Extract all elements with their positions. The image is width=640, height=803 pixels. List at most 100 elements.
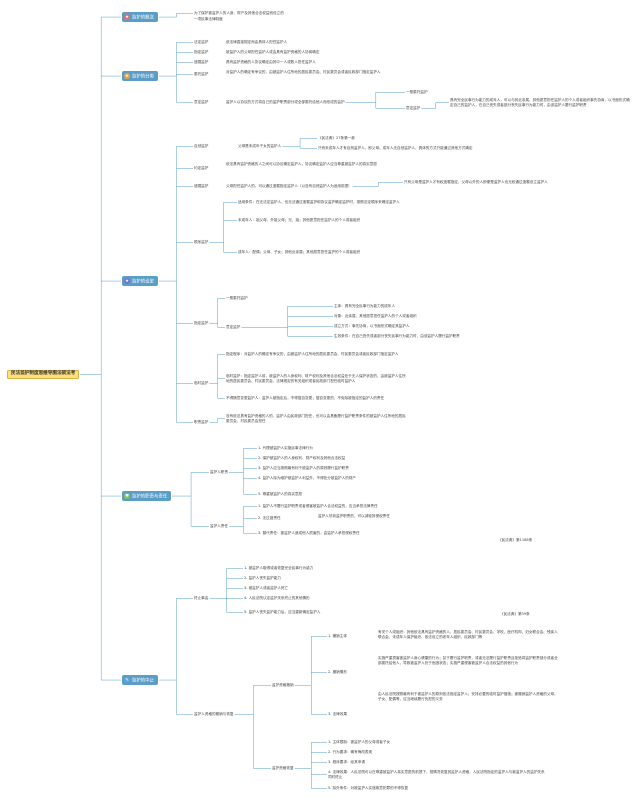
connector-line [158, 42, 193, 103]
duty-liab-3-desc: 《民法典》第1188条 [498, 538, 533, 542]
setup-sequence-adult: 成年人：配偶；父母、子女；其他近亲属；其他愿意担任监护的个人或者组织 [238, 250, 361, 254]
branch-monitor-classification: ★监护的分类 [122, 71, 158, 82]
term-cause-3: 3. 被监护人或者监护人死亡 [244, 586, 289, 590]
branch-monitor-setup: ★监护的设定 [122, 276, 158, 287]
star-icon: ★ [124, 13, 130, 20]
term-cause-4: 4. 人民法院认定监护关系终止的其他情形 [244, 596, 310, 600]
pen-icon: ✎ [124, 676, 130, 683]
term-revoke-1: 1. 撤销主体 [328, 634, 347, 638]
term-restore-3: 3. 程序要求：经其申请 [328, 760, 365, 764]
connector-line [209, 418, 225, 423]
cat-voluntary-b: 意定监护 [406, 106, 421, 110]
duty-liab-1: 1. 监护人不履行监护职责或者侵害被监护人合法权益的，应当承担法律责任 [258, 504, 378, 508]
connector-line [228, 448, 257, 495]
setup-designated-b: 意定监护 [226, 325, 241, 329]
cat-voluntary-b-desc: 具有完全民事行为能力的成年人，可以与其近亲属、其他愿意担任监护人的个人或者组织事… [450, 98, 630, 107]
duty-liab-3: 3. 替代责任：被监护人造成他人损害的，由监护人承担侵权责任 [258, 531, 360, 535]
connector-line [209, 568, 243, 613]
term-restore-2: 2. 行为要求：确有悔改表现 [328, 750, 373, 754]
setup-duty: 职责监护 [194, 420, 209, 424]
setup-duty-desc: 没有依法具有监护资格的人的，监护人由民政部门担任，也可以由具备履行监护职责条件的… [226, 414, 406, 423]
term-revoke-restore: 监护人资格的撤销与恢复 [194, 712, 234, 716]
duty-liability: 监护人责任 [210, 524, 228, 528]
setup-testament: 遗嘱监护 [194, 184, 209, 188]
connector-line [228, 506, 257, 534]
setup-sequence: 顺序监护 [194, 240, 209, 244]
connector-line [209, 202, 237, 253]
cat-entrusted: 委托监护 [194, 72, 209, 76]
connector-line [345, 92, 405, 109]
connector-line [294, 742, 327, 789]
duty-resp-5: 5. 尊重被监护人的真实意愿 [258, 492, 303, 496]
connector-line [421, 102, 449, 109]
cat-testament: 遗嘱监护 [194, 60, 209, 64]
concept-text-1: 为了保护被监护人的人身、财产及其他合法权益而设立的 [194, 11, 284, 15]
connector-line [294, 636, 327, 715]
duty-resp-2: 2. 保护被监护人的人身权利、财产权利及其他合法权益 [258, 456, 346, 460]
cat-entrusted-desc: 对监护人的确定有争议的，由被监护人住所地的居民委员会、村民委员会或者民政部门指定… [226, 70, 381, 74]
setup-natural-desc: 父母是未成年子女的监护人 [238, 144, 282, 148]
cat-voluntary-a: 一般委托监护 [406, 90, 428, 94]
setup-sequence-cond: 适用条件：在无法定监护人、也无法通过遗嘱监护和协议监护确定监护时，按照法定顺序来… [238, 200, 400, 204]
setup-natural-a: 《民法典》27条第一款 [318, 136, 355, 140]
setup-designated-f: 生效条件：在自己丧失或者部分丧失民事行为能力时，由该监护人履行监护职责 [334, 334, 460, 338]
cat-designated: 指定监护 [194, 50, 209, 54]
setup-designated-c: 主体：具有完全民事行为能力的成年人 [334, 304, 396, 308]
term-causes: 终止事由 [194, 596, 209, 600]
setup-temporary: 临时监护 [194, 381, 209, 385]
branch-monitor-concept: ★监护的概念 [122, 12, 158, 23]
branch-label: 监护的中止 [132, 678, 154, 683]
connector-line [241, 306, 333, 337]
term-cause-5-desc: 《民法典》第39条 [500, 612, 530, 616]
setup-designated-d: 对象：近亲属、其他愿意担任监护人的个人或者组织 [334, 314, 417, 318]
term-revoke: 监护资格撤销 [272, 683, 294, 687]
term-revoke-3-desc: 由人民法院按照最有利于被监护人的原则依法指定监护人；安排必要的临时监护措施；被撤… [378, 692, 558, 701]
connector-line [158, 13, 193, 18]
setup-designated-a: 一般委托监护 [226, 296, 248, 300]
term-cause-2: 2. 监护人丧失监护能力 [244, 576, 281, 580]
connector-line [234, 685, 271, 769]
duty-resp-3: 3. 监护人应当按照最有利于被监护人的原则履行监护职责 [258, 466, 349, 470]
connector-line [158, 146, 193, 423]
setup-sequence-minor: 未成年人：祖父母、外祖父母；兄、姐；其他愿意担任监护人的个人或者组织 [238, 218, 361, 222]
cat-voluntary: 意定监护 [194, 100, 209, 104]
setup-agreement-desc: 依法具有监护资格的人之间可以协议确定监护人，协议确定监护人应当尊重被监护人的真实… [226, 162, 377, 166]
term-restore-4: 4. 法律效果：人民法院可以在尊重被监护人真实意愿的前提下，视情况恢复其监护人资… [328, 770, 545, 779]
connector-line [282, 138, 317, 149]
branch-label: 监护的职责与责任 [132, 494, 168, 499]
connector-line [158, 598, 193, 715]
term-cause-5: 5. 监护人丧失监护能力后，应当重新确定监护人 [244, 610, 321, 614]
duty-resp-4: 4. 监护人除为维护被监护人利益外，不得处分被监护人的财产 [258, 476, 357, 480]
setup-testament-ext: 只有父母是监护人才有权遗嘱指定，父母以外的人即便是监护人也无权通过遗嘱设立监护人 [404, 180, 548, 184]
setup-natural: 自然监护 [194, 144, 209, 148]
branch-label: 监护的分类 [132, 74, 154, 79]
term-cause-1: 1. 被监护人取得或者恢复完全民事行为能力 [244, 566, 314, 570]
duty-liab-2: 2. 无过错责任 [258, 516, 281, 520]
cat-legal-desc: 依法律直接规定而由具体人担任监护人 [226, 40, 288, 44]
setup-temporary-b: 临时监护：指定监护人前，被监护人的人身权利、财产权利及其他合法权益处于无人保护状… [226, 374, 406, 383]
connector-line [209, 354, 225, 399]
branch-label: 监护的设定 [132, 279, 154, 284]
cat-voluntary-desc: 监护人以协议的方式将自己的监护职责部分或全部委托给他人而形成的监护 [226, 100, 345, 104]
connector-line [172, 472, 209, 527]
cat-designated-desc: 被监护人的父母担任监护人或由具有监护资格的人协商确定 [226, 50, 320, 54]
duty-responsibilities: 监护人职责 [210, 470, 228, 474]
connector-line [80, 16, 121, 681]
term-revoke-2-desc: 实施严重损害被监护人身心健康的行为；怠于履行监护职责，或者无法履行监护职责且拒绝… [378, 656, 558, 665]
star-icon: ★ [124, 277, 130, 284]
setup-temporary-c: 不得随意变更监护人：监护人被指定后，不得擅自变更；擅自变更的，不免除被指定的监护… [226, 396, 385, 400]
branch-label: 监护的概念 [132, 15, 154, 20]
term-restore-1: 1. 主体限制：被监护人的父母或者子女 [328, 740, 391, 744]
term-restore: 监护资格恢复 [272, 766, 294, 770]
setup-designated: 指定监护 [194, 321, 209, 325]
concept-text-2: 一项民事法律制度 [194, 17, 223, 21]
setup-designated-e: 成立方式：事先协商，以书面形式确定其监护人 [334, 324, 410, 328]
connector-line [209, 298, 225, 328]
cat-legal: 法定监护 [194, 40, 209, 44]
duty-liab-2-desc: 监护人尽到监护职责的，可以减轻其侵权责任 [318, 514, 390, 518]
branch-monitor-duties: ♥监护的职责与责任 [122, 491, 172, 502]
term-restore-5: 5. 除外条件：对被监护人实施故意犯罪的不得恢复 [328, 786, 409, 790]
connector-line [352, 182, 403, 187]
